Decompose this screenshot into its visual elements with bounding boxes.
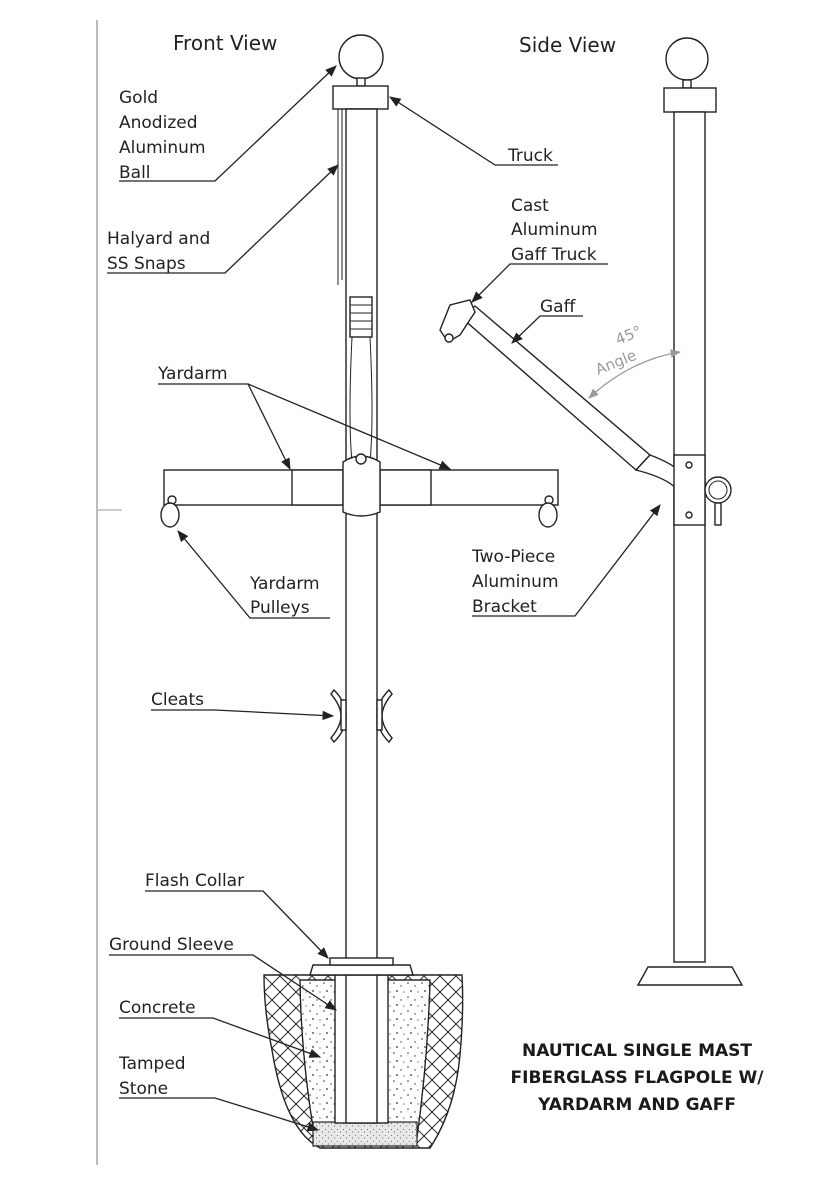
cleats-label: Cleats (151, 690, 204, 710)
halyard-leader (107, 164, 339, 274)
side-view (439, 37, 744, 986)
gaff-truck-label-1: Cast (511, 196, 549, 216)
bracket-label-1: Two-Piece (471, 547, 555, 567)
gaff-truck-label-3: Gaff Truck (511, 245, 597, 265)
bracket-label-2: Aluminum (472, 572, 559, 592)
halyard-lines (349, 336, 373, 463)
pulley-right (538, 495, 558, 528)
mast-pole (345, 108, 378, 961)
yardarm-sleeve-right (379, 469, 432, 506)
yardarm-collar (342, 455, 381, 517)
flash-collar-label-group: Flash Collar (145, 871, 329, 959)
pole-in-sleeve (345, 974, 378, 1124)
ball-label-3: Aluminum (119, 138, 206, 158)
caption-line-3: YARDARM AND GAFF (537, 1095, 736, 1115)
side-pole (673, 111, 706, 963)
bracket-label-3: Bracket (472, 597, 537, 617)
pulleys-leader (177, 530, 330, 619)
stone-label-group: Tamped Stone (118, 1054, 320, 1132)
caption-line-1: NAUTICAL SINGLE MAST (522, 1041, 752, 1061)
caption-line-2: FIBERGLASS FLAGPOLE W/ (511, 1068, 765, 1088)
bracket-leader (472, 504, 661, 617)
truck-cap (332, 85, 389, 110)
knob-screw (714, 502, 722, 526)
gaff-truck-label-2: Aluminum (511, 220, 598, 240)
gaff-truck-leader (471, 263, 608, 303)
ball-label-1: Gold (119, 88, 158, 108)
ball-leader (119, 65, 337, 182)
angle-arc (588, 349, 682, 399)
front-view (160, 34, 559, 1149)
truck-label: Truck (507, 146, 553, 166)
truck-leader (389, 96, 558, 166)
collar-bolt (355, 453, 367, 465)
tamped-stone-layer (312, 1121, 418, 1147)
angle-label-group: 45° Angle (593, 322, 644, 379)
stone-leader (119, 1097, 320, 1132)
ground-sleeve-label-group: Ground Sleeve (109, 935, 337, 1011)
gaff-label: Gaff (540, 297, 577, 317)
ground-sleeve-label: Ground Sleeve (109, 935, 234, 955)
concrete-label-group: Concrete (119, 998, 322, 1058)
caption: NAUTICAL SINGLE MAST FIBERGLASS FLAGPOLE… (511, 1041, 765, 1115)
pulleys-label-group: Yardarm Pulleys (177, 530, 330, 619)
halyard-label-group: Halyard and SS Snaps (107, 164, 339, 274)
yardarm-label-group: Yardarm (157, 364, 452, 471)
side-view-title: Side View (519, 33, 616, 57)
concrete-leader (119, 1017, 322, 1058)
gaff-leader (511, 315, 583, 344)
halyard-wrap (349, 296, 373, 338)
bracket-label-group: Two-Piece Aluminum Bracket (471, 504, 661, 617)
yardarm-sleeve-left (291, 469, 344, 506)
concrete-label: Concrete (119, 998, 196, 1018)
pulleys-label-1: Yardarm (249, 574, 320, 594)
gaff-label-group: Gaff (511, 297, 583, 344)
yardarm-label: Yardarm (157, 364, 228, 384)
pulleys-label-2: Pulleys (250, 598, 310, 618)
yardarm-leader-right (247, 383, 452, 470)
angle-label-1: 45° (613, 322, 644, 349)
angle-label-2: Angle (593, 346, 639, 379)
cleats-label-group: Cleats (151, 690, 335, 721)
ball-label-4: Ball (119, 163, 151, 183)
flash-collar-leader (145, 890, 329, 959)
side-ball (665, 37, 709, 81)
flash-collar-top (329, 957, 394, 966)
ball-finial (338, 34, 384, 80)
cleats-leader (151, 709, 335, 721)
side-base-plate (636, 966, 744, 986)
ball-label-2: Anodized (119, 113, 198, 133)
stone-label-1: Tamped (118, 1054, 186, 1074)
stone-label-2: Stone (119, 1079, 168, 1099)
gaff-truck-label-group: Cast Aluminum Gaff Truck (471, 196, 608, 303)
ground-sleeve-leader (109, 954, 337, 1011)
ball-stem (356, 77, 366, 87)
halyard-label-1: Halyard and (107, 229, 210, 249)
ball-label-group: Gold Anodized Aluminum Ball (119, 65, 337, 183)
pulley-left (160, 495, 180, 528)
halyard-label-2: SS Snaps (107, 254, 186, 274)
side-truck (663, 87, 717, 113)
truck-label-group: Truck (389, 96, 558, 166)
yardarm-leader-left (158, 383, 291, 471)
front-view-title: Front View (173, 31, 277, 55)
flash-collar-label: Flash Collar (145, 871, 244, 891)
flash-collar (309, 964, 414, 976)
